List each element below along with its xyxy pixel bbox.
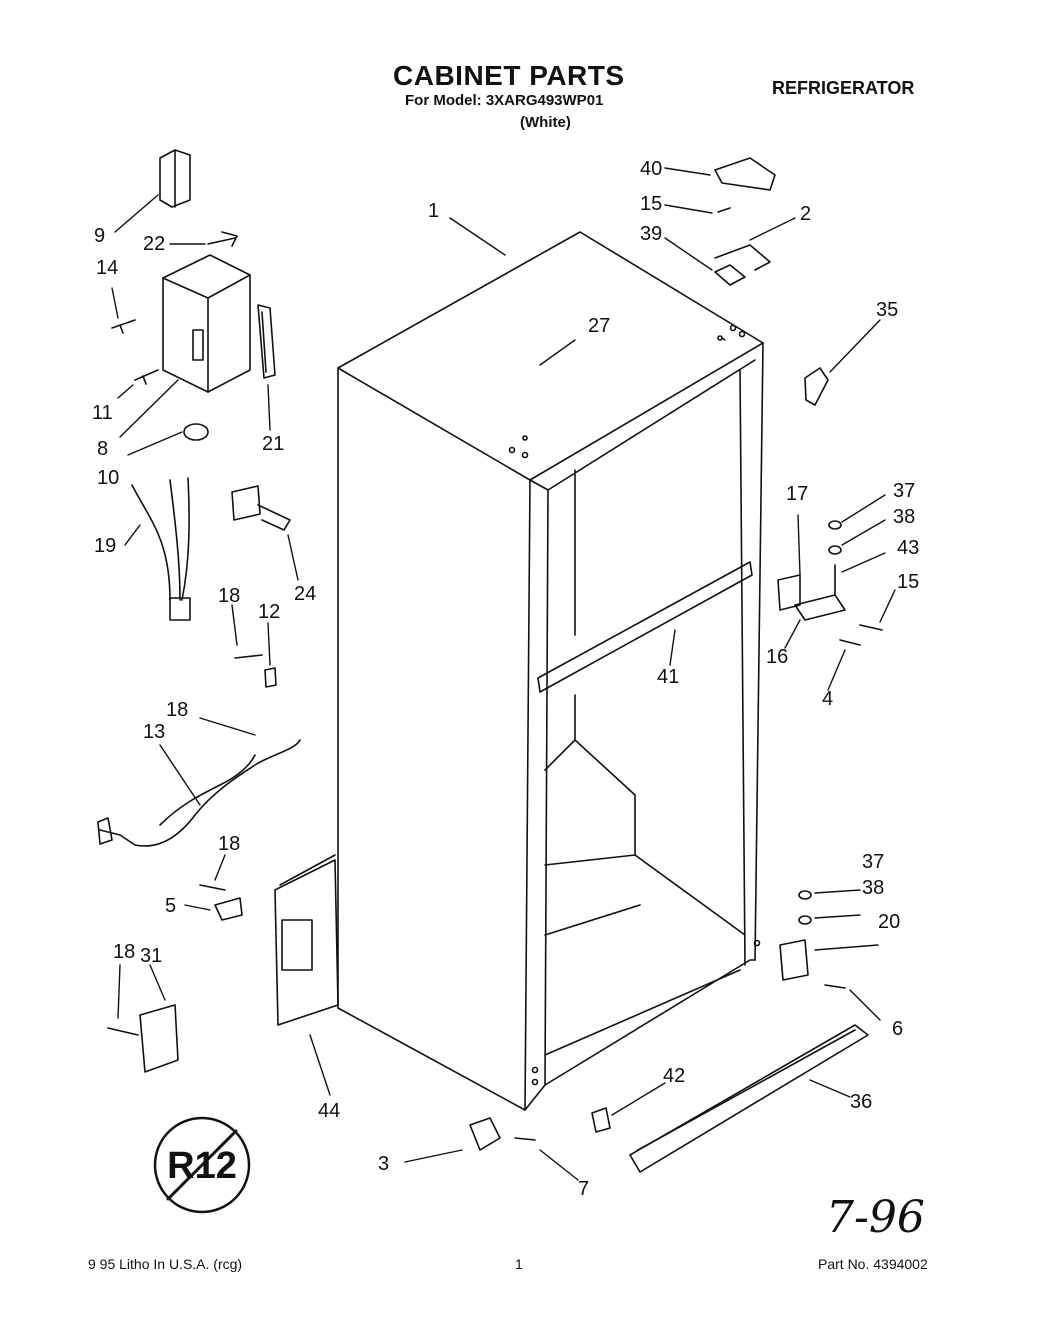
callout-38a: 38 — [893, 506, 915, 528]
back-panel-44-icon — [274, 854, 339, 1026]
part-35-icon — [804, 367, 829, 406]
appliance-label: REFRIGERATOR — [772, 78, 915, 98]
callout-13: 13 — [143, 721, 165, 743]
r12-text: R12 — [167, 1145, 237, 1187]
part-40-icon — [714, 157, 776, 191]
washer-38b-icon — [798, 915, 812, 925]
callout-10: 10 — [97, 467, 119, 489]
callout-15a: 15 — [640, 193, 662, 215]
washer-37b-icon — [798, 890, 812, 900]
part-39-icon — [714, 264, 746, 286]
callout-35: 35 — [876, 299, 898, 321]
screw-15-icon — [717, 207, 731, 213]
callout-4: 4 — [822, 688, 833, 710]
color-line: (White) — [520, 114, 571, 131]
callout-7: 7 — [578, 1178, 589, 1200]
knob-24-icon — [231, 485, 291, 531]
callout-14: 14 — [96, 257, 118, 279]
callout-22: 22 — [143, 233, 165, 255]
part-number: Part No. 4394002 — [818, 1256, 928, 1272]
callout-27: 27 — [588, 315, 610, 337]
control-box-8-icon — [162, 254, 251, 393]
callout-44: 44 — [318, 1100, 340, 1122]
callout-37a: 37 — [893, 480, 915, 502]
hinge-16-icon — [794, 594, 846, 621]
callout-21: 21 — [262, 433, 284, 455]
callout-12: 12 — [258, 601, 280, 623]
screw-18-icon — [234, 654, 263, 659]
callout-37b: 37 — [862, 851, 884, 873]
cover-31-icon — [139, 1004, 179, 1073]
callout-2: 2 — [800, 203, 811, 225]
grommet-10-icon — [183, 423, 209, 441]
washer-37-icon — [828, 520, 842, 530]
bracket-21-icon — [257, 304, 276, 379]
hinge-2-icon — [714, 244, 771, 271]
center-mullion — [537, 561, 753, 693]
connector-19-icon — [169, 597, 191, 621]
callout-8: 8 — [97, 438, 108, 460]
power-cord-13-icon — [99, 739, 301, 847]
callout-16: 16 — [766, 646, 788, 668]
callout-24: 24 — [294, 583, 316, 605]
callout-1: 1 — [428, 200, 439, 222]
page-number: 1 — [515, 1256, 523, 1272]
callout-9: 9 — [94, 225, 105, 247]
callout-15b: 15 — [897, 571, 919, 593]
callout-38b: 38 — [862, 877, 884, 899]
hinge-20-icon — [779, 939, 809, 981]
clip-12-icon — [264, 667, 277, 688]
callout-31: 31 — [140, 945, 162, 967]
clamp-5-icon — [214, 897, 243, 921]
grille-36-icon — [629, 1024, 869, 1173]
callout-19: 19 — [94, 535, 116, 557]
callout-6: 6 — [892, 1018, 903, 1040]
callout-39: 39 — [640, 223, 662, 245]
screw-7-icon — [514, 1137, 536, 1141]
callout-labels: 1 2 3 4 5 6 7 8 9 10 11 12 13 14 15 15 1… — [92, 158, 919, 1200]
callout-5: 5 — [165, 895, 176, 917]
callout-18d: 18 — [113, 941, 135, 963]
callout-43: 43 — [897, 537, 919, 559]
handwritten-date: 7-96 — [826, 1192, 925, 1243]
screw-14-icon — [111, 319, 136, 334]
screw-11-icon — [134, 369, 159, 385]
callout-3: 3 — [378, 1153, 389, 1175]
no-r12-symbol: R12 — [153, 1116, 251, 1214]
part-3-icon — [469, 1117, 501, 1151]
callout-17: 17 — [786, 483, 808, 505]
callout-18c: 18 — [218, 833, 240, 855]
callout-18b: 18 — [166, 699, 188, 721]
wire-harness-19-icon — [131, 477, 190, 601]
screw-6-icon — [824, 984, 846, 989]
leader-lines — [111, 167, 896, 1181]
callout-41: 41 — [657, 666, 679, 688]
part-9-icon — [159, 149, 191, 208]
callout-11: 11 — [92, 402, 113, 424]
callout-40: 40 — [640, 158, 662, 180]
callout-42: 42 — [663, 1065, 685, 1087]
callout-18a: 18 — [218, 585, 240, 607]
clip-42-icon — [591, 1107, 611, 1133]
screw-22-icon — [207, 231, 238, 247]
model-line: For Model: 3XARG493WP01 — [405, 92, 604, 109]
part-17-icon — [777, 574, 801, 611]
litho-note: 9 95 Litho In U.S.A. (rcg) — [88, 1256, 243, 1272]
callout-36: 36 — [850, 1091, 872, 1113]
cabinet-body — [337, 231, 764, 1111]
diagram-title: CABINET PARTS — [393, 60, 625, 91]
washer-38-icon — [828, 545, 842, 555]
callout-20: 20 — [878, 911, 900, 933]
